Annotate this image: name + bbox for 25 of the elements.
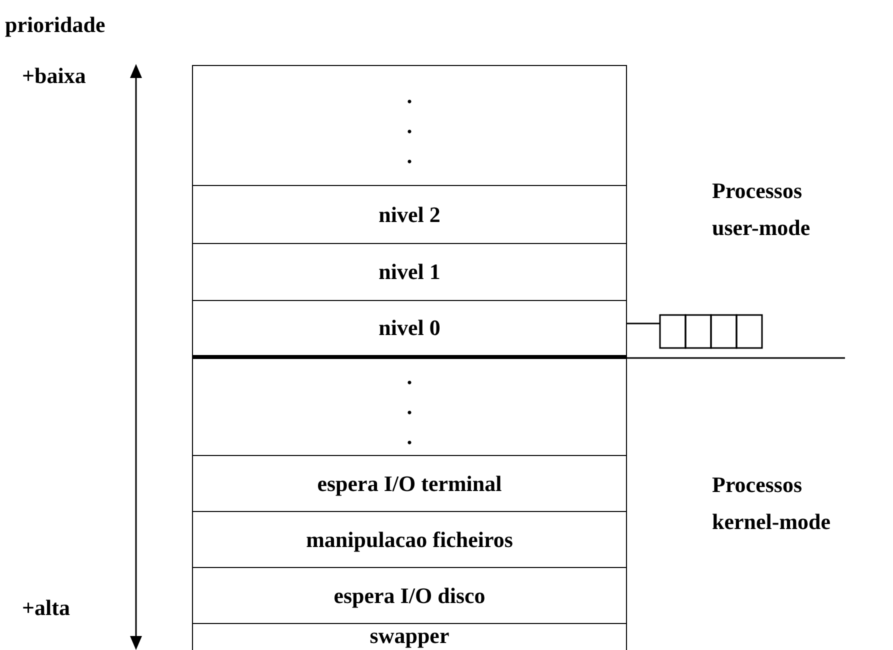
level-label: espera I/O disco — [334, 582, 486, 608]
priority-level-row — [192, 623, 627, 650]
level-label: espera I/O terminal — [317, 470, 502, 496]
priority-level-row — [192, 185, 627, 243]
group-label: Processos user-mode — [712, 177, 812, 242]
priority-level-row — [192, 243, 627, 300]
level-label: nivel 0 — [378, 315, 440, 341]
queue-drawing — [659, 314, 763, 349]
priority-level-row — [192, 567, 627, 623]
level-label: nivel 1 — [378, 259, 440, 285]
level-label: nivel 2 — [378, 202, 440, 228]
ellipsis-marks: . . . — [406, 363, 414, 451]
priority-level-row — [192, 455, 627, 511]
priority-level-row — [192, 300, 627, 358]
level-label: manipulacao ficheiros — [306, 526, 513, 552]
ellipsis-marks: . . . — [406, 82, 414, 170]
group-label: Processos kernel-mode — [712, 471, 832, 536]
priority-level-row — [192, 65, 627, 185]
priority-level-row — [192, 358, 627, 455]
priority-level-row — [192, 511, 627, 567]
axis-title: prioridade — [5, 12, 106, 38]
axis-end-label: +alta — [22, 595, 70, 621]
connector-line — [627, 322, 660, 324]
level-label: swapper — [370, 624, 450, 648]
axis-end-label: +baixa — [22, 63, 86, 89]
